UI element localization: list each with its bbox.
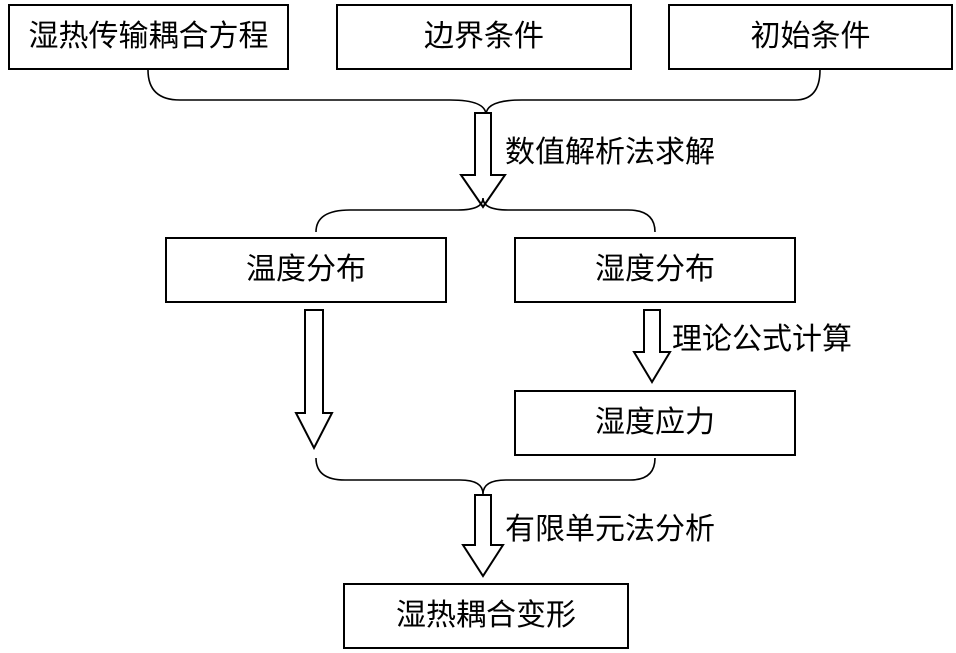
boundary-conditions-label: 边界条件 xyxy=(424,19,544,54)
equation-label: 湿热传输耦合方程 xyxy=(28,19,269,54)
deformation-box: 湿热耦合变形 xyxy=(343,583,629,649)
arrow-solve xyxy=(459,112,507,209)
theoretical-formula-label: 理论公式计算 xyxy=(672,322,852,357)
humidity-distribution-box: 湿度分布 xyxy=(514,237,796,303)
merge-brace xyxy=(315,457,656,495)
boundary-conditions-box: 边界条件 xyxy=(336,4,632,70)
arrow-formula xyxy=(632,309,672,384)
finite-element-label: 有限单元法分析 xyxy=(505,512,715,547)
equation-box: 湿热传输耦合方程 xyxy=(8,4,289,70)
initial-conditions-box: 初始条件 xyxy=(668,4,953,70)
humidity-stress-label: 湿度应力 xyxy=(595,405,715,440)
numerical-solution-label: 数值解析法求解 xyxy=(505,135,715,170)
humidity-stress-box: 湿度应力 xyxy=(514,390,796,456)
split-brace xyxy=(315,197,656,233)
arrow-fem xyxy=(461,494,505,578)
temperature-distribution-box: 温度分布 xyxy=(165,237,447,303)
arrow-temperature-down xyxy=(294,309,334,451)
initial-conditions-label: 初始条件 xyxy=(750,19,871,54)
humidity-distribution-label: 湿度分布 xyxy=(595,252,715,287)
deformation-label: 湿热耦合变形 xyxy=(396,598,576,633)
temperature-distribution-label: 温度分布 xyxy=(246,252,366,287)
top-brace xyxy=(147,69,821,116)
